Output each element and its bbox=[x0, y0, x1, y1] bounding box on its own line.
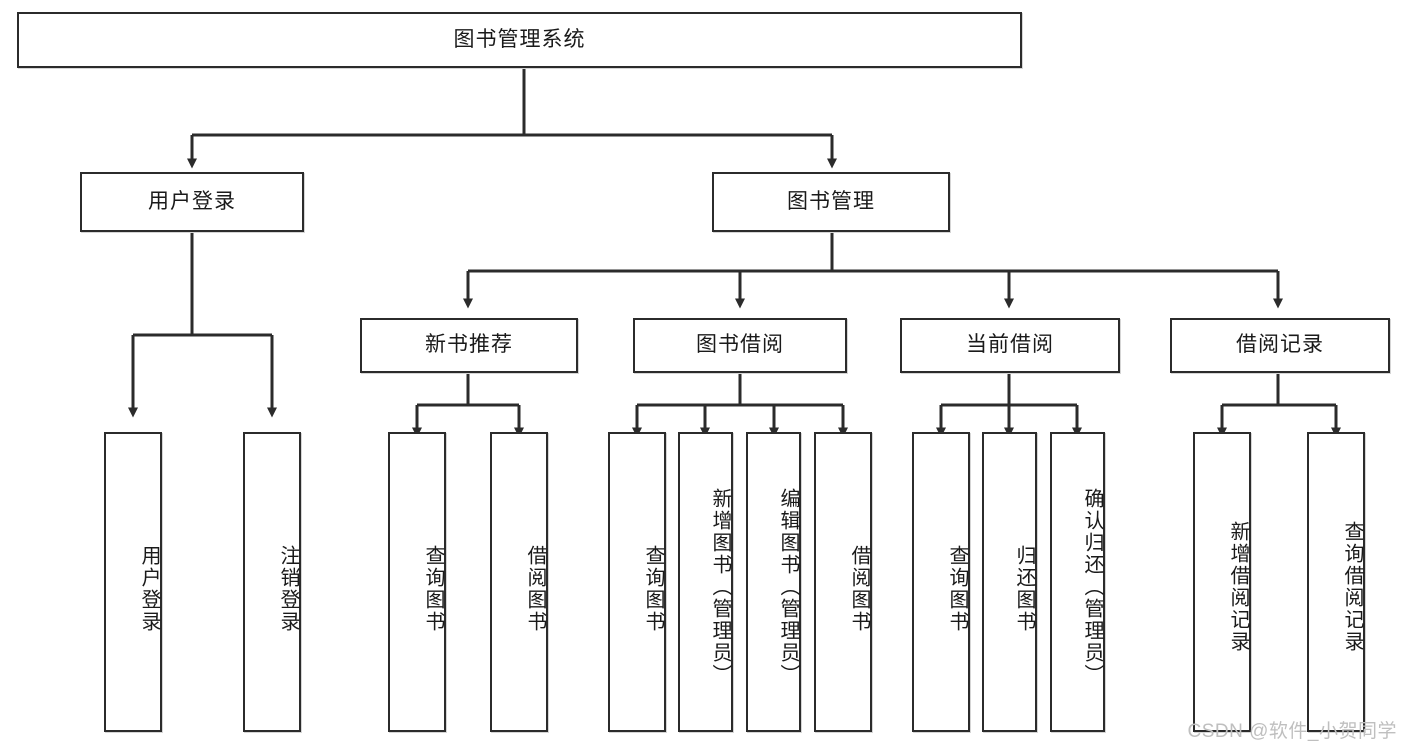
leaf-current-confirm-return-admin[interactable]: 确认归还（管理员） bbox=[1050, 432, 1105, 732]
leaf-borrow-query-book[interactable]: 查询图书 bbox=[608, 432, 666, 732]
node-label: 确认归还（管理员） bbox=[1081, 488, 1103, 686]
node-label: 查询图书 bbox=[642, 545, 664, 633]
node-label: 借阅记录 bbox=[1236, 333, 1324, 357]
node-label: 图书管理系统 bbox=[453, 27, 586, 51]
node-current-borrow[interactable]: 当前借阅 bbox=[900, 318, 1120, 373]
node-label: 注销登录 bbox=[277, 545, 299, 633]
node-borrow-record[interactable]: 借阅记录 bbox=[1170, 318, 1390, 373]
node-label: 查询借阅记录 bbox=[1341, 521, 1363, 653]
node-label: 归还图书 bbox=[1013, 545, 1035, 633]
leaf-recommend-borrow-book[interactable]: 借阅图书 bbox=[490, 432, 548, 732]
leaf-borrow-edit-book-admin[interactable]: 编辑图书（管理员） bbox=[746, 432, 801, 732]
leaf-borrow-borrow-book[interactable]: 借阅图书 bbox=[814, 432, 872, 732]
node-label: 借阅图书 bbox=[524, 545, 546, 633]
node-label: 当前借阅 bbox=[966, 333, 1054, 357]
leaf-user-login-logout[interactable]: 注销登录 bbox=[243, 432, 301, 732]
leaf-user-login-login[interactable]: 用户登录 bbox=[104, 432, 162, 732]
node-root-system[interactable]: 图书管理系统 bbox=[17, 12, 1022, 68]
node-book-management[interactable]: 图书管理 bbox=[712, 172, 950, 232]
node-label: 查询图书 bbox=[946, 545, 968, 633]
node-label: 图书管理 bbox=[787, 189, 875, 213]
leaf-record-add-record[interactable]: 新增借阅记录 bbox=[1193, 432, 1251, 732]
leaf-record-query-record[interactable]: 查询借阅记录 bbox=[1307, 432, 1365, 732]
node-label: 新增借阅记录 bbox=[1227, 521, 1249, 653]
node-new-book-recommend[interactable]: 新书推荐 bbox=[360, 318, 578, 373]
node-label: 用户登录 bbox=[138, 545, 160, 633]
leaf-current-return-book[interactable]: 归还图书 bbox=[982, 432, 1037, 732]
leaf-current-query-book[interactable]: 查询图书 bbox=[912, 432, 970, 732]
node-label: 图书借阅 bbox=[696, 333, 784, 357]
csdn-watermark: CSDN @软件_小贺同学 bbox=[1187, 721, 1397, 742]
node-label: 借阅图书 bbox=[848, 545, 870, 633]
leaf-recommend-query-book[interactable]: 查询图书 bbox=[388, 432, 446, 732]
node-label: 新增图书（管理员） bbox=[709, 488, 731, 686]
node-user-login[interactable]: 用户登录 bbox=[80, 172, 304, 232]
node-label: 新书推荐 bbox=[425, 333, 513, 357]
node-label: 查询图书 bbox=[422, 545, 444, 633]
node-label: 用户登录 bbox=[148, 189, 236, 213]
node-book-borrow[interactable]: 图书借阅 bbox=[633, 318, 847, 373]
node-label: 编辑图书（管理员） bbox=[777, 488, 799, 686]
leaf-borrow-add-book-admin[interactable]: 新增图书（管理员） bbox=[678, 432, 733, 732]
